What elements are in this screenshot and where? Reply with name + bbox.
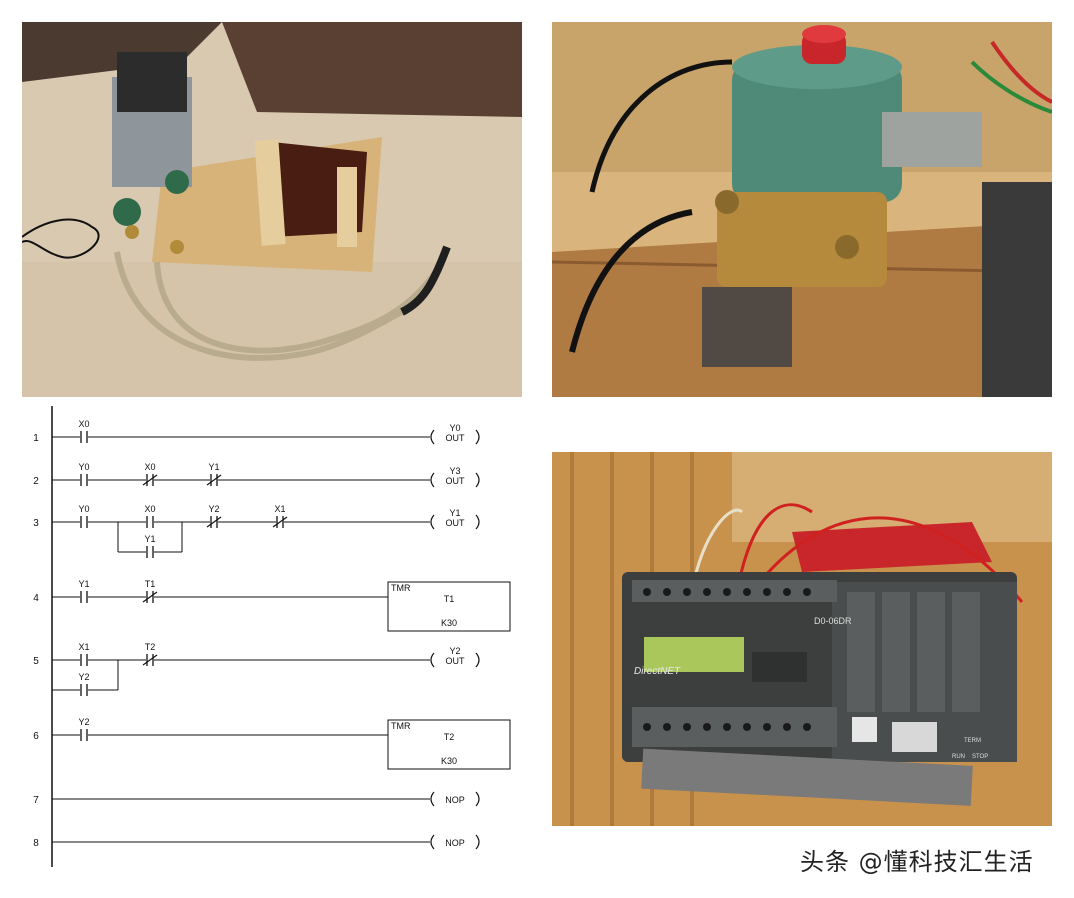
plc-brand-label: DirectNET (634, 666, 681, 677)
rung-2-contact-y0-label: Y0 (78, 462, 89, 472)
rung-5-coil-label: Y2 (449, 646, 460, 656)
rung-3-contact-x0-label: X0 (144, 504, 155, 514)
rung-1-coil-right (475, 429, 480, 445)
rung-4-timer-box (387, 581, 511, 632)
rung-6-contact-y2-label: Y2 (78, 717, 89, 727)
rung-2-coil-text: OUT (446, 476, 466, 486)
photo-prototype-on-carpet (22, 22, 522, 397)
rung-3-contact-gap-0 (80, 515, 88, 529)
rung-3-contact-y0-label: Y0 (78, 504, 89, 514)
rung-3-contact-y2-label: Y2 (208, 504, 219, 514)
rung-2-coil-label: Y3 (449, 466, 460, 476)
rung-4-contact-gap-0 (80, 590, 88, 604)
plc-run-label: RUN (952, 754, 965, 760)
watermark: 头条 @懂科技汇生活 (800, 848, 1034, 876)
rung-4-contact-t1-nc-slash (142, 591, 158, 603)
rung-5-coil-right (475, 652, 480, 668)
rung-3-contact-x1-nc-slash (272, 516, 288, 528)
rung-4-contact-y1-label: Y1 (78, 579, 89, 589)
rung-5-contact-x1-label: X1 (78, 642, 89, 652)
rung-8-number: 8 (33, 838, 39, 849)
rung-1-contact-gap-0 (80, 430, 88, 444)
plc-model-label: D0-06DR (814, 616, 852, 626)
rung-2-coil-right (475, 472, 480, 488)
rung-5-branch-gap (80, 683, 88, 697)
rung-1-number: 1 (33, 433, 39, 444)
photo-solenoid-valve (552, 22, 1052, 397)
rung-2-contact-x0-nc-slash (142, 474, 158, 486)
rung-3-branch-gap (146, 545, 154, 559)
rung-5-coil-text: OUT (446, 656, 466, 666)
rung-5-contact-t2-nc-slash (142, 654, 158, 666)
rung-2-number: 2 (33, 476, 39, 487)
rung-2-contact-gap-0 (80, 473, 88, 487)
rung-1-coil-left (430, 429, 435, 445)
rung-7-number: 7 (33, 795, 39, 806)
rung-3-contact-gap-1 (146, 515, 154, 529)
rung-6-timer-preset: K30 (441, 756, 457, 766)
rung-3-coil-text: OUT (446, 518, 466, 528)
rung-2-coil-left (430, 472, 435, 488)
photo-plc: D0-06DR DirectNET TERM RUN STOP (552, 452, 1052, 826)
rung-3-number: 3 (33, 518, 39, 529)
rung-1-coil-text: OUT (446, 433, 466, 443)
rung-7-nop-left (430, 791, 435, 807)
rung-4-timer-name: T1 (444, 594, 455, 604)
rung-7-nop-right (475, 791, 480, 807)
rung-8-nop-left (430, 834, 435, 850)
rung-3-coil-left (430, 514, 435, 530)
rung-2-contact-x0-label: X0 (144, 462, 155, 472)
plc-term-label: TERM (964, 738, 981, 744)
rung-3-coil-right (475, 514, 480, 530)
rung-7-nop-text: NOP (445, 795, 465, 805)
rung-3-contact-x1-label: X1 (274, 504, 285, 514)
plc-stop-label: STOP (972, 754, 988, 760)
rung-5-contact-gap-0 (80, 653, 88, 667)
rung-5-number: 5 (33, 656, 39, 667)
rung-3-coil-label: Y1 (449, 508, 460, 518)
rung-1-coil-label: Y0 (449, 423, 460, 433)
rung-6-timer-label: TMR (391, 721, 411, 731)
rung-4-timer-preset: K30 (441, 618, 457, 628)
rung-2-contact-y1-label: Y1 (208, 462, 219, 472)
rung-6-timer-box (387, 719, 511, 770)
rung-4-timer-label: TMR (391, 583, 411, 593)
rung-5-branch-contact-y2-label: Y2 (78, 672, 89, 682)
rung-4-contact-t1-label: T1 (145, 579, 156, 589)
rung-8-nop-right (475, 834, 480, 850)
rung-3-branch-contact-y1-label: Y1 (144, 534, 155, 544)
rung-6-contact-gap-0 (80, 728, 88, 742)
rung-5-coil-left (430, 652, 435, 668)
rung-5-contact-t2-label: T2 (145, 642, 156, 652)
rung-3-contact-y2-nc-slash (206, 516, 222, 528)
rung-4-number: 4 (33, 593, 39, 604)
rung-2-contact-y1-nc-slash (206, 474, 222, 486)
rung-1-contact-x0-label: X0 (78, 419, 89, 429)
rung-6-timer-name: T2 (444, 732, 455, 742)
rung-8-nop-text: NOP (445, 838, 465, 848)
rung-6-number: 6 (33, 731, 39, 742)
